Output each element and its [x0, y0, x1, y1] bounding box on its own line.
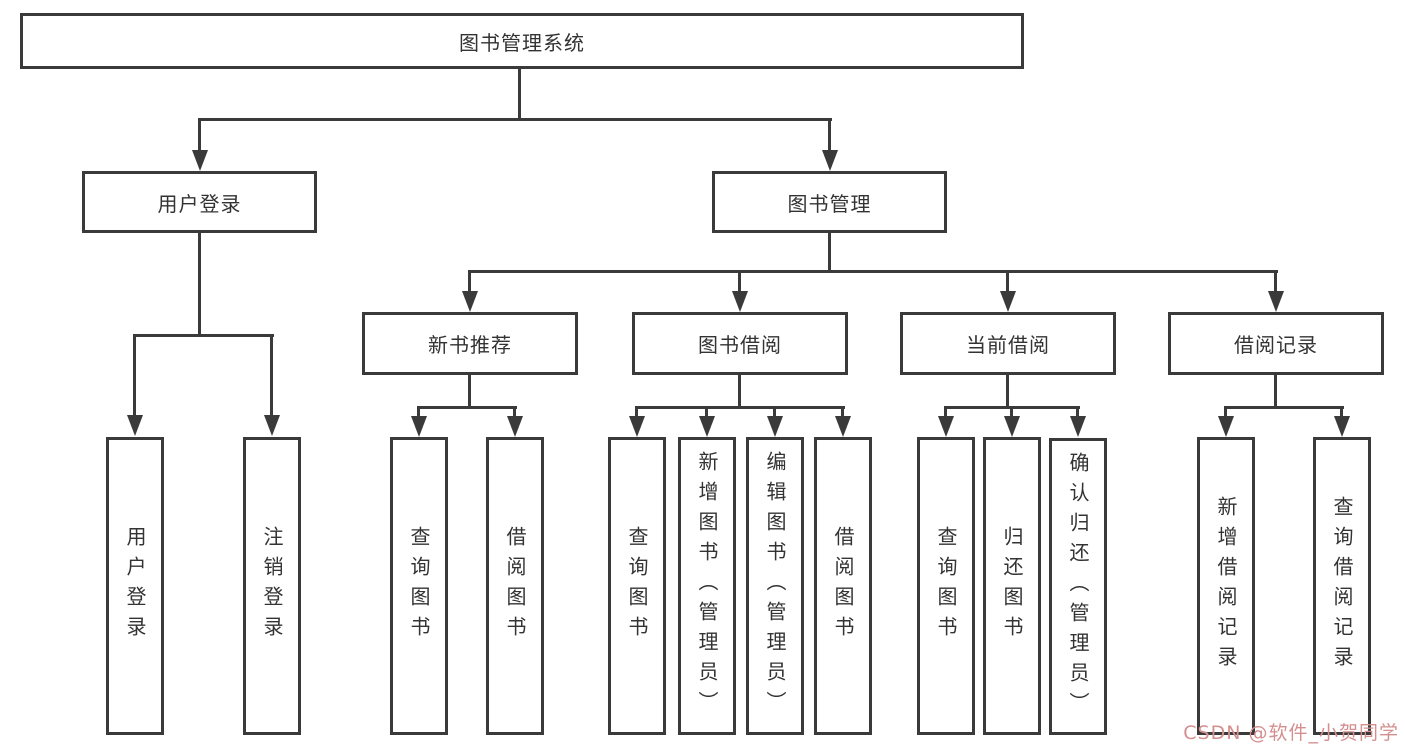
node-new-book-recommend-label: 新书推荐	[428, 333, 512, 357]
arrow-down-icon	[192, 150, 208, 171]
arrow-down-icon	[1334, 416, 1350, 437]
node-book-borrow: 图书借阅	[632, 312, 848, 375]
leaf-user-login-label: 用户登录	[123, 526, 147, 646]
node-current-borrow-label: 当前借阅	[966, 333, 1050, 357]
connector-stem	[773, 406, 776, 418]
connector-stem	[1076, 406, 1079, 418]
leaf-add-book-admin: 新增图书（管理员）	[678, 437, 736, 735]
connector-stem	[738, 270, 741, 292]
leaf-user-login: 用户登录	[106, 437, 164, 735]
node-root: 图书管理系统	[20, 13, 1024, 69]
leaf-query-books-1-label: 查询图书	[407, 526, 431, 646]
arrow-down-icon	[1004, 416, 1020, 437]
arrow-down-icon	[767, 416, 783, 437]
leaf-logout-label: 注销登录	[260, 526, 284, 646]
node-current-borrow: 当前借阅	[900, 312, 1116, 375]
connector-stem	[828, 233, 831, 273]
leaf-logout: 注销登录	[243, 437, 301, 735]
connector-stem	[944, 406, 947, 418]
arrow-down-icon	[1218, 416, 1234, 437]
node-user-login-label: 用户登录	[157, 191, 242, 216]
leaf-edit-book-admin: 编辑图书（管理员）	[746, 437, 804, 735]
node-borrow-records-label: 借阅记录	[1234, 333, 1318, 357]
connector-stem	[1274, 375, 1277, 409]
leaf-edit-book-admin-label: 编辑图书（管理员）	[763, 451, 787, 721]
connector-stem	[468, 270, 471, 292]
connector-stem	[841, 406, 844, 418]
connector-hbar	[635, 406, 845, 409]
arrow-down-icon	[1070, 416, 1086, 437]
node-borrow-records: 借阅记录	[1168, 312, 1384, 375]
leaf-borrow-book-1: 借阅图书	[486, 437, 544, 735]
arrow-down-icon	[264, 415, 280, 436]
leaf-return-book: 归还图书	[983, 437, 1041, 735]
leaf-query-books-2: 查询图书	[608, 437, 666, 735]
leaf-add-borrow-record-label: 新增借阅记录	[1214, 496, 1238, 676]
node-book-borrow-label: 图书借阅	[698, 333, 782, 357]
arrow-down-icon	[1000, 291, 1016, 312]
connector-hbar	[133, 334, 274, 337]
leaf-query-books-3-label: 查询图书	[934, 526, 958, 646]
arrow-down-icon	[462, 291, 478, 312]
connector-stem	[133, 334, 136, 416]
node-new-book-recommend: 新书推荐	[362, 312, 578, 375]
csdn-watermark: CSDN @软件_小贺同学	[1183, 722, 1399, 744]
connector-stem	[198, 233, 201, 336]
arrow-down-icon	[1268, 291, 1284, 312]
leaf-return-book-label: 归还图书	[1000, 526, 1024, 646]
leaf-query-books-3: 查询图书	[917, 437, 975, 735]
leaf-query-borrow-record: 查询借阅记录	[1313, 437, 1371, 735]
node-book-management: 图书管理	[712, 171, 947, 233]
connector-hbar	[417, 406, 517, 409]
connector-stem	[1274, 270, 1277, 292]
arrow-down-icon	[822, 150, 838, 171]
node-root-label: 图书管理系统	[459, 30, 585, 55]
connector-stem	[417, 406, 420, 418]
leaf-query-borrow-record-label: 查询借阅记录	[1330, 496, 1354, 676]
connector-stem	[198, 118, 201, 152]
node-book-management-label: 图书管理	[787, 191, 872, 216]
connector-stem	[1010, 406, 1013, 418]
leaf-query-books-1: 查询图书	[390, 437, 448, 735]
connector-stem	[513, 406, 516, 418]
leaf-add-borrow-record: 新增借阅记录	[1197, 437, 1255, 735]
connector-stem	[1224, 406, 1227, 418]
connector-stem	[635, 406, 638, 418]
arrow-down-icon	[127, 415, 143, 436]
connector-hbar	[468, 270, 1278, 273]
connector-hbar	[1224, 406, 1344, 409]
arrow-down-icon	[835, 416, 851, 437]
leaf-add-book-admin-label: 新增图书（管理员）	[695, 451, 719, 721]
connector-root-stem	[518, 69, 521, 119]
connector-stem	[1006, 270, 1009, 292]
connector-stem	[738, 375, 741, 409]
arrow-down-icon	[507, 416, 523, 437]
arrow-down-icon	[699, 416, 715, 437]
connector-root-hbar	[198, 118, 832, 121]
connector-stem	[270, 334, 273, 416]
arrow-down-icon	[629, 416, 645, 437]
arrow-down-icon	[411, 416, 427, 437]
leaf-confirm-return-admin-label: 确认归还（管理员）	[1066, 451, 1090, 722]
arrow-down-icon	[732, 291, 748, 312]
leaf-borrow-book-2: 借阅图书	[814, 437, 872, 735]
connector-stem	[828, 118, 831, 152]
node-user-login: 用户登录	[82, 171, 317, 233]
leaf-borrow-book-2-label: 借阅图书	[831, 526, 855, 646]
leaf-confirm-return-admin: 确认归还（管理员）	[1049, 438, 1107, 735]
leaf-borrow-book-1-label: 借阅图书	[503, 526, 527, 646]
connector-stem	[1006, 375, 1009, 409]
leaf-query-books-2-label: 查询图书	[625, 526, 649, 646]
connector-stem	[468, 375, 471, 409]
connector-stem	[1340, 406, 1343, 418]
connector-stem	[705, 406, 708, 418]
arrow-down-icon	[938, 416, 954, 437]
